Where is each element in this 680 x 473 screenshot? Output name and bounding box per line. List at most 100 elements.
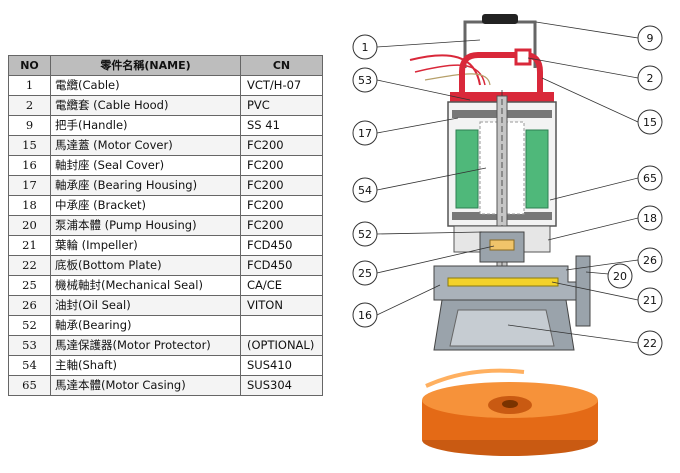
part-material: FC200 <box>240 135 323 156</box>
svg-text:9: 9 <box>647 32 654 45</box>
part-number: 52 <box>8 315 51 336</box>
part-name: 主軸(Shaft) <box>50 355 241 376</box>
part-name: 中承座 (Bracket) <box>50 195 241 216</box>
svg-text:16: 16 <box>358 309 372 322</box>
callout-53: 53 <box>352 67 378 93</box>
svg-text:53: 53 <box>358 74 372 87</box>
part-number: 26 <box>8 295 51 316</box>
svg-text:2: 2 <box>647 72 654 85</box>
part-number: 54 <box>8 355 51 376</box>
callout-1: 1 <box>352 34 378 60</box>
part-name: 把手(Handle) <box>50 115 241 136</box>
part-material: VCT/H-07 <box>240 75 323 96</box>
svg-text:52: 52 <box>358 228 372 241</box>
part-material: SS 41 <box>240 115 323 136</box>
part-material: FCD450 <box>240 255 323 276</box>
part-name: 馬達蓋 (Motor Cover) <box>50 135 241 156</box>
part-number: 20 <box>8 215 51 236</box>
part-material: FC200 <box>240 155 323 176</box>
part-material: FC200 <box>240 215 323 236</box>
part-name: 馬達保護器(Motor Protector) <box>50 335 241 356</box>
part-material: FC200 <box>240 195 323 216</box>
part-number: 1 <box>8 75 51 96</box>
header-name: 零件名稱(NAME) <box>50 55 241 76</box>
part-number: 17 <box>8 175 51 196</box>
callout-2: 2 <box>637 65 663 91</box>
part-number: 53 <box>8 335 51 356</box>
part-number: 65 <box>8 375 51 396</box>
svg-text:18: 18 <box>643 212 657 225</box>
stator-winding <box>455 121 549 215</box>
callout-25: 25 <box>352 260 378 286</box>
bracket <box>453 225 551 263</box>
callout-16: 16 <box>352 302 378 328</box>
part-number: 15 <box>8 135 51 156</box>
part-name: 電纜(Cable) <box>50 75 241 96</box>
callout-26: 26 <box>637 247 663 273</box>
part-number: 2 <box>8 95 51 116</box>
part-name: 葉輪 (Impeller) <box>50 235 241 256</box>
svg-text:17: 17 <box>358 127 372 140</box>
part-material <box>240 315 323 336</box>
svg-text:25: 25 <box>358 267 372 280</box>
callout-22: 22 <box>637 330 663 356</box>
part-number: 16 <box>8 155 51 176</box>
callout-65: 65 <box>637 165 663 191</box>
bottom-plate <box>433 299 575 351</box>
part-name: 機械軸封(Mechanical Seal) <box>50 275 241 296</box>
part-number: 18 <box>8 195 51 216</box>
header-cn: CN <box>240 55 323 76</box>
header-no: NO <box>8 55 51 76</box>
part-material: (OPTIONAL) <box>240 335 323 356</box>
part-material: SUS410 <box>240 355 323 376</box>
pump-cross-section-diagram: 1 53 17 54 52 25 16 9 2 15 65 18 26 20 2… <box>352 14 663 456</box>
callout-20: 20 <box>607 263 633 289</box>
callout-9: 9 <box>637 25 663 51</box>
pump-housing <box>433 255 591 327</box>
cable <box>409 54 491 86</box>
callout-15: 15 <box>637 109 663 135</box>
callout-52: 52 <box>352 221 378 247</box>
part-material: VITON <box>240 295 323 316</box>
svg-text:65: 65 <box>643 172 657 185</box>
parts-table-header: NO 零件名稱(NAME) CN <box>8 55 323 76</box>
part-name: 馬達本體(Motor Casing) <box>50 375 241 396</box>
svg-text:21: 21 <box>643 294 657 307</box>
part-name: 泵浦本體 (Pump Housing) <box>50 215 241 236</box>
part-number: 9 <box>8 115 51 136</box>
handle <box>463 14 537 68</box>
callout-21: 21 <box>637 287 663 313</box>
part-name: 油封(Oil Seal) <box>50 295 241 316</box>
callout-54: 54 <box>352 177 378 203</box>
part-material: FC200 <box>240 175 323 196</box>
callout-17: 17 <box>352 120 378 146</box>
part-material: PVC <box>240 95 323 116</box>
svg-text:26: 26 <box>643 254 657 267</box>
svg-text:1: 1 <box>362 41 369 54</box>
part-name: 軸承座 (Bearing Housing) <box>50 175 241 196</box>
part-name: 軸封座 (Seal Cover) <box>50 155 241 176</box>
part-material: FCD450 <box>240 235 323 256</box>
part-name: 軸承(Bearing) <box>50 315 241 336</box>
part-number: 21 <box>8 235 51 256</box>
part-material: SUS304 <box>240 375 323 396</box>
svg-text:22: 22 <box>643 337 657 350</box>
part-material: CA/CE <box>240 275 323 296</box>
part-name: 底板(Bottom Plate) <box>50 255 241 276</box>
